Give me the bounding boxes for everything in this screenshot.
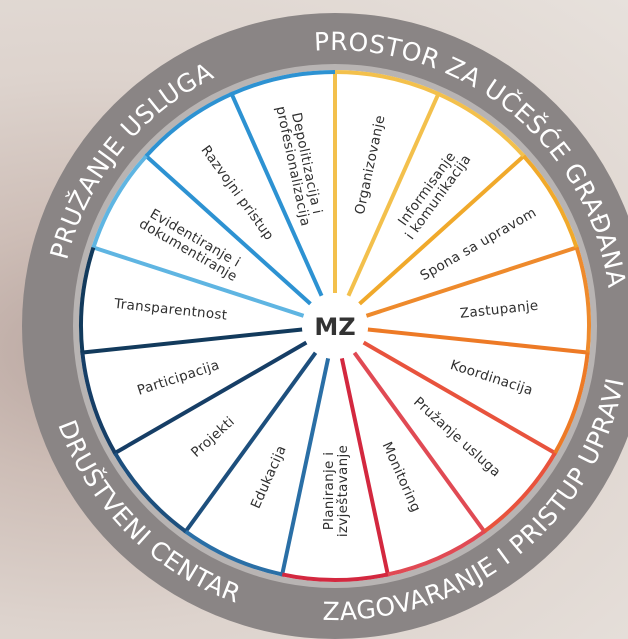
- spoke-line: [80, 327, 303, 355]
- spoke-line: [229, 91, 324, 297]
- segment-rim-arc: [574, 246, 591, 353]
- spoke-line: [143, 153, 312, 306]
- segment-rim-arc: [522, 154, 579, 249]
- spoke-line: [352, 351, 488, 535]
- spoke-line: [346, 91, 441, 297]
- spoke-line: [339, 357, 391, 577]
- segment-rim-arc: [553, 352, 590, 454]
- segment-rim-arc: [113, 451, 187, 534]
- segment-rim-arc: [483, 451, 557, 534]
- segment-rim-arc: [230, 70, 336, 96]
- spoke-line: [358, 153, 527, 306]
- segment-rim-arc: [281, 572, 389, 582]
- segment-rim-arc: [437, 92, 526, 158]
- segment-rim-arc: [79, 246, 96, 353]
- outer-ring: [22, 13, 628, 639]
- segment-rim-arc: [184, 529, 283, 577]
- spoke-line: [90, 244, 305, 318]
- center-hub: MZ: [302, 293, 368, 359]
- spoke-line: [365, 244, 580, 318]
- segment-rim-arc: [80, 352, 117, 454]
- spoke-line: [279, 357, 331, 577]
- segment-label: Planiranje i: [321, 452, 337, 531]
- wheel-spokes: [79, 70, 591, 582]
- center-label: MZ: [314, 313, 355, 341]
- center-circle: [302, 293, 368, 359]
- spoke-line: [367, 327, 590, 355]
- spoke-line: [182, 351, 318, 535]
- spoke-line: [112, 340, 308, 456]
- segment-rim-arc: [387, 529, 486, 577]
- segment-rim-arc: [144, 92, 233, 158]
- segment-rim-arc: [334, 70, 440, 96]
- segment-rim-arc: [91, 154, 148, 249]
- spoke-line: [362, 340, 558, 456]
- segment-label: izvještavanje: [335, 445, 351, 537]
